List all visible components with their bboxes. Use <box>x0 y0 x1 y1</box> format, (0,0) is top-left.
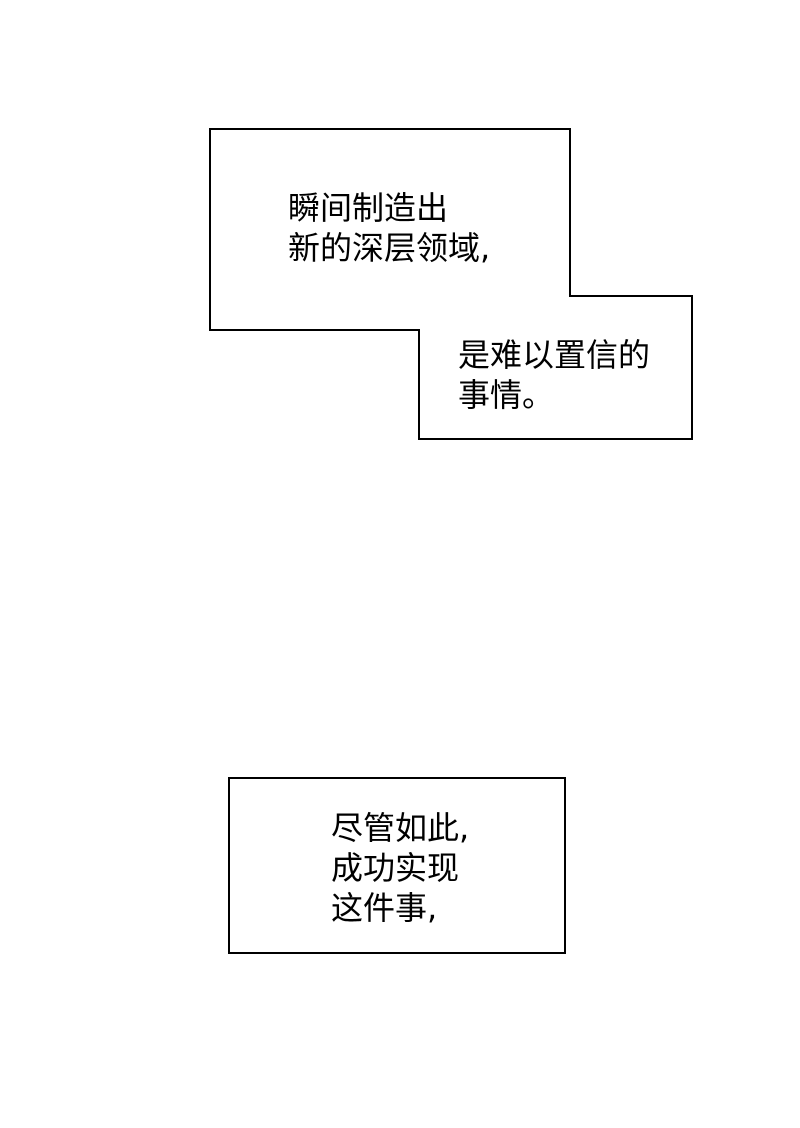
caption-text-2: 是难以置信的 事情。 <box>458 335 650 415</box>
caption-line: 新的深层领域, <box>288 229 491 267</box>
caption-line: 事情。 <box>458 376 555 414</box>
caption-outline <box>209 128 693 440</box>
caption-line: 这件事, <box>331 889 438 927</box>
caption-line: 是难以置信的 <box>458 336 651 374</box>
caption-line: 成功实现 <box>331 849 460 887</box>
caption-line: 尽管如此, <box>331 809 470 847</box>
caption-group-top: 瞬间制造出 新的深层领域, 是难以置信的 事情。 <box>0 0 800 460</box>
caption-text-3: 尽管如此, 成功实现 这件事, <box>331 808 469 928</box>
caption-text-1: 瞬间制造出 新的深层领域, <box>288 188 490 268</box>
caption-box-bottom <box>228 777 566 954</box>
caption-line: 瞬间制造出 <box>288 189 449 227</box>
